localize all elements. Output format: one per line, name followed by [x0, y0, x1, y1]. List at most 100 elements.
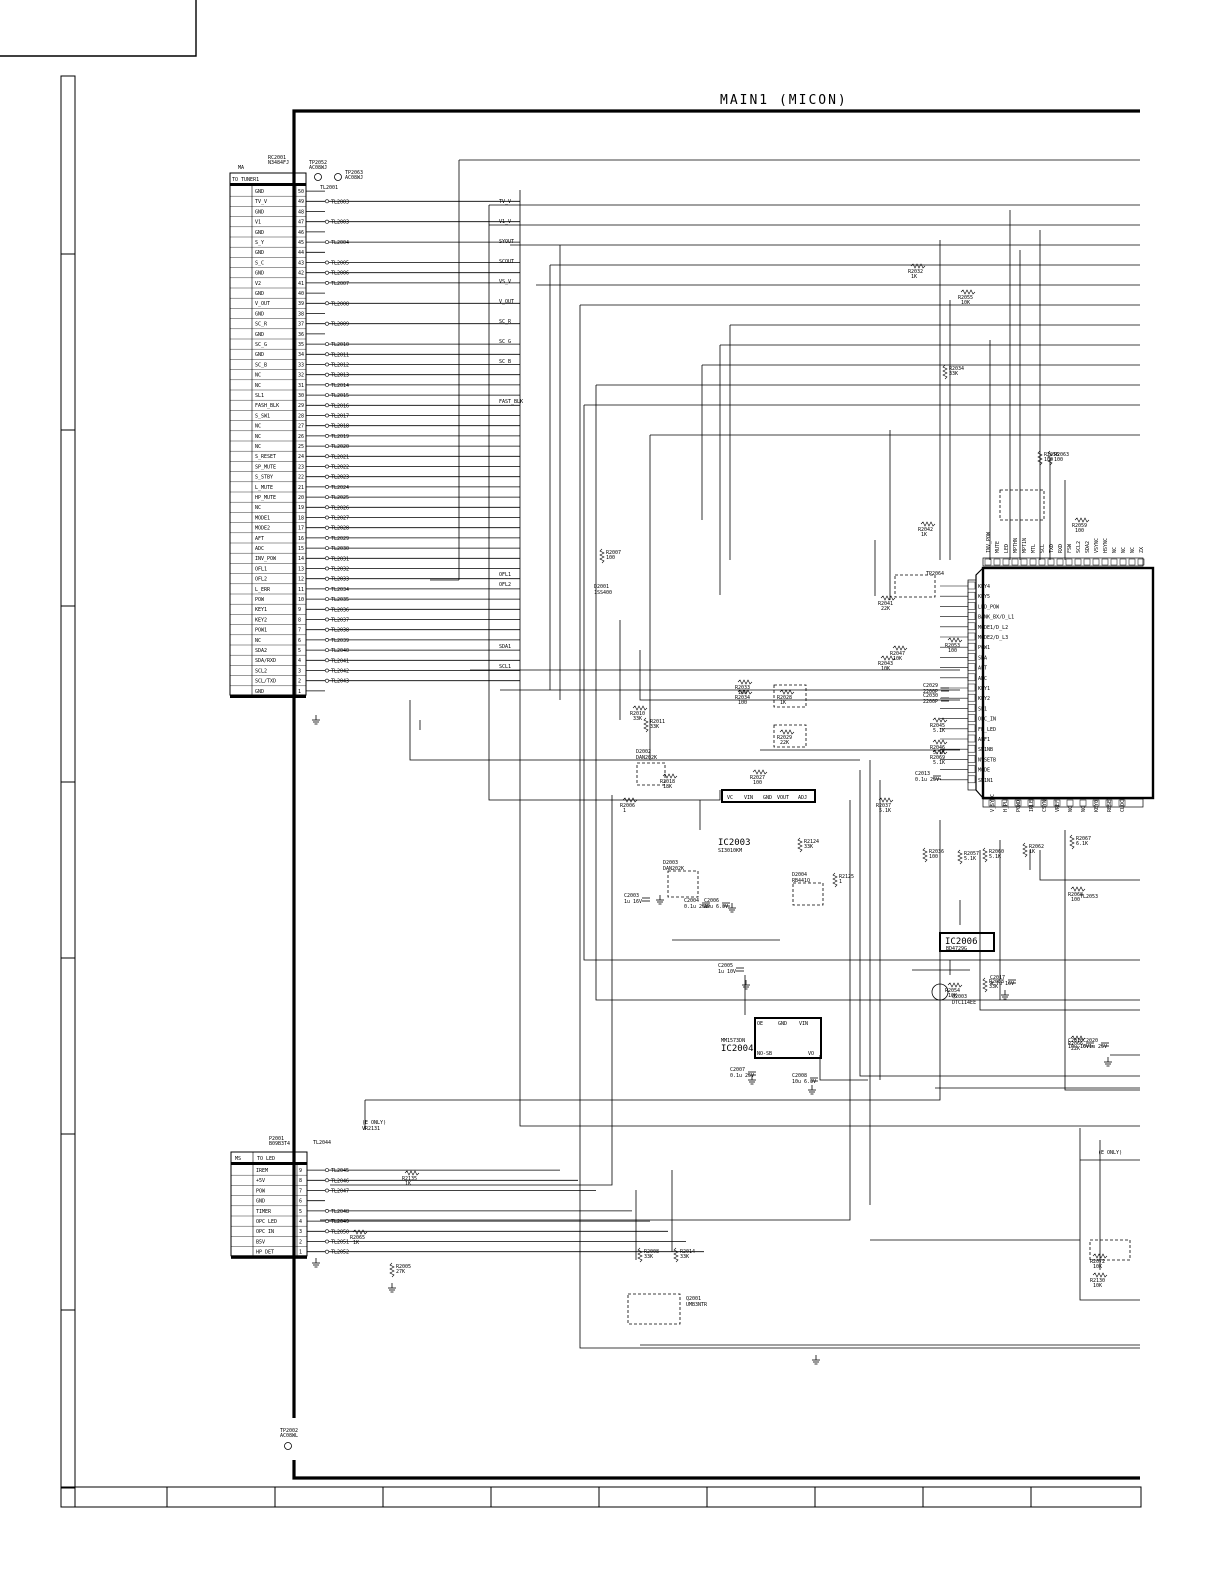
tuner-ref: MA — [238, 165, 244, 171]
tuner-pin-name: SC_G — [255, 342, 267, 348]
d2003-ref: D2003 — [663, 860, 678, 866]
tuner-pin-number: 5 — [298, 648, 301, 654]
tuner-tl-label: TL2021 — [331, 454, 349, 460]
micon-left-pin: ALF1 — [978, 737, 990, 743]
bus-label: FAST_BLK — [499, 399, 523, 405]
ic2004-pin-vin: VIN — [799, 1021, 808, 1027]
resistor-ref: R2068 — [1068, 892, 1083, 898]
tuner-tl-label: TL2035 — [331, 597, 349, 603]
led-pin-name: OPC LED — [256, 1219, 277, 1225]
micon-left-pin: SW1NB — [978, 747, 993, 753]
tuner-pin-number: 37 — [298, 322, 304, 328]
tuner-pin-number: 21 — [298, 485, 304, 491]
resistor-ref: R2041 — [878, 601, 893, 607]
capacitor-value: 4.7u 16V — [990, 981, 1014, 987]
bus-label: SC_G — [499, 339, 511, 345]
capacitor-ref: C2005 — [718, 963, 733, 969]
tuner-tl-label: TL2005 — [331, 261, 349, 267]
resistor-ref: R2029 — [777, 735, 792, 741]
resistor-ref: R2018 — [660, 779, 675, 785]
board-outline — [292, 109, 1140, 1480]
tuner-tl-label: TL2025 — [331, 495, 349, 501]
tuner-tl-label: TL2019 — [331, 434, 349, 440]
ic2003-pin-vin: VIN — [744, 795, 753, 801]
resistor-value: 5.1K — [989, 854, 1001, 860]
micon-left-pin: MODE2/D_L3 — [978, 635, 1008, 641]
micon-top-pin: LED — [1004, 544, 1010, 553]
resistor-ref: R2046 — [930, 745, 945, 751]
resistor-ref: R2008 — [644, 1249, 659, 1255]
tuner-header-bar — [230, 183, 306, 186]
tuner-pin-name: SCL2 — [255, 668, 267, 674]
resistor-value: 100 — [1044, 457, 1053, 463]
led-part: P2001 — [269, 1136, 284, 1142]
ic2006-part: BD4729G — [946, 946, 967, 952]
led-pin-name: B5V — [256, 1239, 265, 1245]
led-pin-number: 5 — [299, 1209, 302, 1215]
tuner-pin-number: 27 — [298, 424, 304, 430]
capacitor-ref: C2017 — [990, 975, 1005, 981]
resistor-value: 5.1K — [933, 750, 945, 756]
micon-left-pins: KEY4KEY5LED_POWBANK_BX/D_L1MODE1/D_L2MOD… — [940, 581, 1014, 784]
micon-left-pin: AFT — [978, 666, 987, 672]
micon-left-pin: KEY4 — [978, 584, 990, 590]
tuner-tl-label: TL2007 — [331, 281, 349, 287]
bus-label: VS_V — [499, 279, 511, 285]
tuner-pin-name: POW — [255, 597, 265, 603]
tuner-pin-number: 42 — [298, 271, 304, 277]
resistor-ref: R2058 — [989, 979, 1004, 985]
tuner-pin-number: 11 — [298, 587, 304, 593]
tuner-pin-number: 50 — [298, 189, 304, 195]
transistor-q2003: Q2003 DTC114EE — [931, 983, 976, 1006]
micon-left-pin: KEY5 — [978, 594, 990, 600]
resistor-value: 1K — [1029, 849, 1035, 855]
tuner-tl-label: TL2016 — [331, 403, 349, 409]
capacitor-ref: C2007 — [730, 1067, 745, 1073]
resistor-ref: R2067 — [1076, 836, 1091, 842]
resistor-value: 100 — [948, 648, 957, 654]
tuner-tl-label: TL2041 — [331, 658, 349, 664]
led-pin-name: OPC IN — [256, 1229, 274, 1235]
tuner-pin-number: 22 — [298, 475, 304, 481]
capacitor-ref: C2003 — [624, 893, 639, 899]
led-pin-name: TIMER — [256, 1209, 272, 1215]
tuner-pin-name: NC — [255, 373, 261, 379]
tuner-pin-name: GND — [255, 291, 264, 297]
led-tl-label: TL2049 — [331, 1219, 349, 1225]
bus-label: SC_B — [499, 359, 511, 365]
resistor-ref: R2011 — [650, 719, 665, 725]
tp2052-name: TP2052 — [309, 160, 327, 166]
e-only-note: (E ONLY) — [362, 1120, 386, 1126]
tuner-pin-name: SC_R — [255, 322, 268, 328]
resistor-value: 10K — [961, 300, 970, 306]
tuner-tl-label: TL2032 — [331, 567, 349, 573]
micon-left-pin: SDA — [978, 655, 987, 661]
tuner-pin-name: V_OUT — [255, 301, 270, 307]
tuner-pin-number: 7 — [298, 628, 301, 634]
tuner-pin-number: 47 — [298, 220, 304, 226]
tuner-pin-name: L_MUTE — [255, 485, 273, 491]
led-pin-number: 2 — [299, 1239, 302, 1245]
micon-bottom-pin: NC — [1068, 806, 1074, 812]
resistor-ref: R2045 — [930, 723, 945, 729]
ic2004-pin-gnd: GND — [778, 1021, 787, 1027]
resistor-ref: R2124 — [804, 839, 819, 845]
bus-label: SDA1 — [499, 644, 511, 650]
led-footer-bar — [231, 1255, 307, 1259]
resistor-ref: R2130 — [1090, 1278, 1105, 1284]
